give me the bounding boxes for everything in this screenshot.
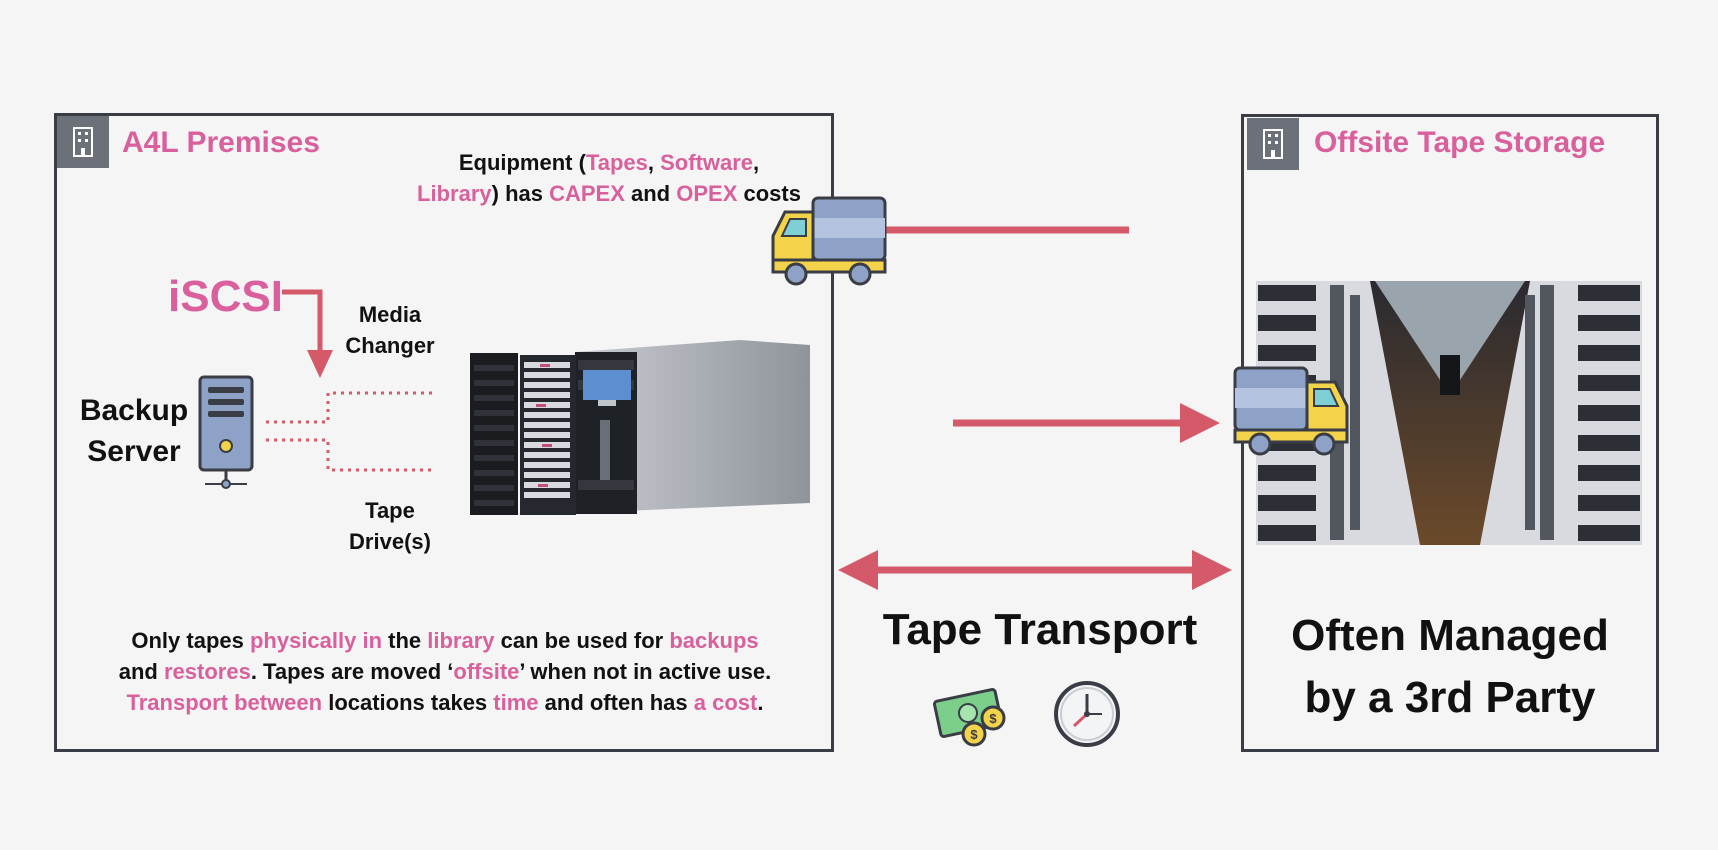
server-icon	[198, 375, 254, 489]
svg-text:$: $	[989, 711, 997, 726]
svg-text:$: $	[970, 727, 978, 742]
truck-icon	[1233, 366, 1349, 456]
building-icon	[1247, 118, 1299, 170]
offsite-storage-title: Offsite Tape Storage	[1314, 126, 1606, 159]
tape-transport-label: Tape Transport	[882, 605, 1198, 654]
truck-icon	[771, 196, 1129, 286]
money-icon: $ $	[932, 688, 1006, 747]
server-connection-lines	[266, 391, 436, 472]
transport-arrow	[953, 403, 1220, 443]
clock-icon	[1054, 681, 1120, 747]
a4l-premises-title: A4L Premises	[122, 126, 320, 159]
building-icon	[57, 116, 109, 168]
tape-usage-note: Only tapes physically in the library can…	[118, 628, 772, 715]
equipment-cost-note: Equipment (Tapes, Software, Library) has…	[417, 150, 801, 206]
bidirectional-arrow	[838, 550, 1232, 590]
iscsi-arrow	[282, 289, 333, 378]
iscsi-label: iSCSI	[168, 272, 283, 321]
tape-library-icon	[470, 340, 810, 515]
